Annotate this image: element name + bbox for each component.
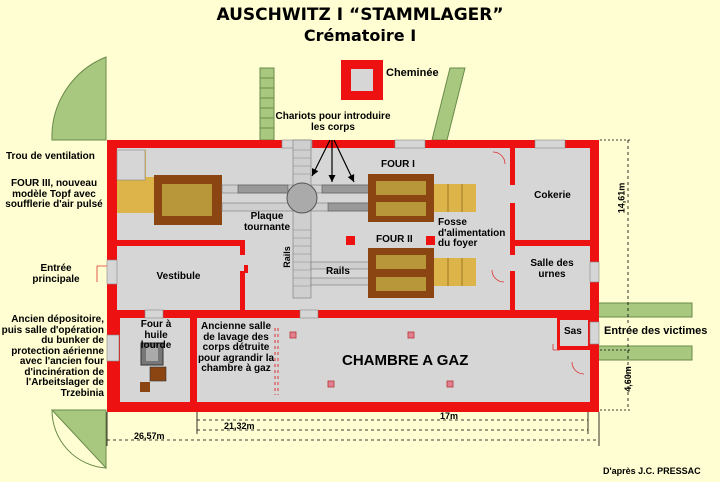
gas-chamber-label: CHAMBRE A GAZ <box>342 352 469 369</box>
urnes-room <box>515 246 590 310</box>
oven-1 <box>368 174 476 222</box>
four1-label: FOUR I <box>381 159 415 170</box>
page-subtitle: Crématoire I <box>303 26 417 45</box>
zyklon-openings <box>289 331 454 388</box>
oven-2 <box>368 248 476 298</box>
embankment-stair-top <box>259 67 275 141</box>
oven-3 <box>117 150 222 225</box>
turntable <box>286 182 318 214</box>
chimney-label: Cheminée <box>386 67 439 79</box>
fosse-label: Fosse d'alimentation du foyer <box>438 217 506 249</box>
dim-2132: 21,32m <box>224 421 255 431</box>
plaque-label: Plaque tournante <box>243 211 291 233</box>
entree-victimes-label: Entrée des victimes <box>603 325 709 338</box>
vent-hole <box>116 149 146 181</box>
gas-chamber-room <box>197 318 557 402</box>
chariots-label: Chariots pour introduire les corps <box>275 111 391 133</box>
embankment-entrance-victims <box>597 302 693 361</box>
ancien-depositoire-label: Ancien dépositoire, puis salle d'opérati… <box>1 314 104 399</box>
dim-2657: 26,57m <box>134 431 165 441</box>
four2-label: FOUR II <box>376 234 413 245</box>
dim-lines <box>106 139 632 446</box>
pillars <box>244 236 435 273</box>
embankment-top-left <box>51 56 107 141</box>
oil-oven <box>140 342 167 392</box>
vestibule-label: Vestibule <box>156 271 201 282</box>
vent-label: Trou de ventilation <box>6 151 95 162</box>
entree-principale-label: Entrée principale <box>32 263 80 285</box>
four3-label: FOUR III, nouveau modèle Topf avec souff… <box>5 178 103 210</box>
page-title: AUSCHWITZ I “STAMMLAGER” <box>216 5 504 25</box>
urnes-label: Salle des urnes <box>530 258 574 280</box>
salle-lavage-label: Ancienne salle de lavage des corps détru… <box>197 321 275 374</box>
chimney <box>341 60 383 100</box>
cokerie-label: Cokerie <box>534 190 571 201</box>
sas-room <box>560 320 588 346</box>
cokerie-room <box>515 148 590 240</box>
rails-horizontal-label: Rails <box>326 266 350 277</box>
sas-label: Sas <box>564 326 582 337</box>
vestibule-room <box>117 246 240 310</box>
four-huile-label: Four à huile lourde <box>140 319 172 351</box>
dim-1461: 14,61m <box>616 182 627 214</box>
rails-vertical-label: Rails <box>281 246 292 268</box>
embankment-bottom-left <box>50 409 107 470</box>
credit: D'après J.C. PRESSAC <box>603 466 701 476</box>
chariots-arrows <box>311 139 355 183</box>
dim-17: 17m <box>440 411 459 421</box>
dim-460: 4,60m <box>622 366 633 392</box>
